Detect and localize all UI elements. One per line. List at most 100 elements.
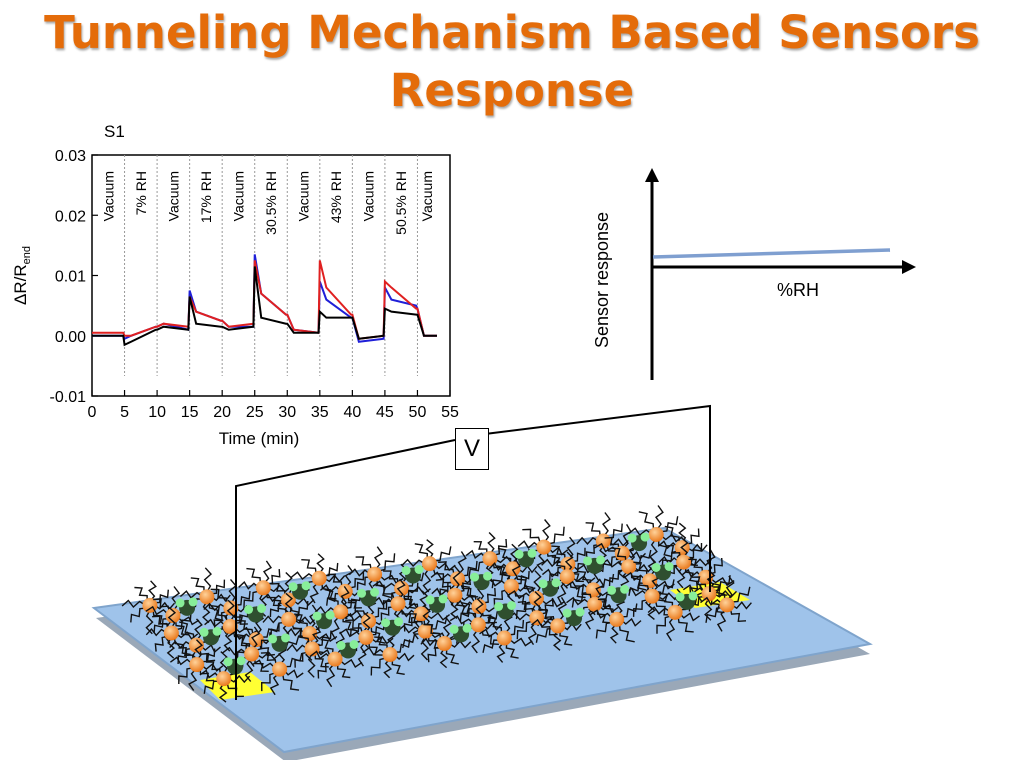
ligand-chain [541, 558, 564, 568]
ligand-chain [134, 586, 148, 602]
ligand-chain [323, 562, 339, 577]
ligand-chain [315, 630, 332, 647]
ligand-chain [439, 648, 449, 669]
ligand-chain [508, 619, 525, 636]
ligand-chain [391, 658, 405, 675]
ligand-chain [281, 673, 300, 691]
ligand-chain [348, 571, 365, 589]
ligand-chain [320, 638, 334, 655]
ligand-chain [420, 635, 429, 661]
water-molecule [288, 581, 311, 600]
gold-nanoparticle [248, 632, 264, 648]
hydrogen-atom [212, 626, 222, 636]
ligand-chain [130, 607, 146, 623]
hydrogen-atom [596, 555, 606, 565]
gold-nanoparticle [163, 625, 179, 641]
ligand-chain [551, 556, 566, 573]
ligand-chain [244, 658, 254, 682]
nanoparticle [589, 595, 642, 644]
ligand-chain [621, 617, 642, 627]
ligand-chain [194, 639, 204, 660]
ligand-chain [314, 652, 329, 668]
ligand-chain [473, 541, 488, 555]
ligand-chain [691, 576, 707, 590]
phase-label: Vacuum [419, 171, 435, 221]
ligand-chain [633, 561, 648, 577]
ligand-chain [450, 599, 459, 619]
ligand-chain [626, 551, 646, 560]
hydrogen-atom [483, 571, 493, 581]
ligand-chain [271, 582, 286, 597]
ligand-chain [688, 558, 704, 574]
ligand-chain [533, 570, 542, 594]
ligand-chain [632, 598, 649, 617]
ligand-chain [243, 590, 260, 609]
ligand-chain [319, 584, 341, 594]
ligand-chain [542, 519, 551, 543]
ligand-chain [356, 576, 371, 591]
hydrogen-atom [607, 585, 617, 595]
ligand-chain [597, 598, 615, 616]
hydrogen-atom [357, 588, 367, 598]
schematic-y-label: Sensor response [592, 212, 612, 348]
hydrogen-atom [199, 627, 209, 637]
ligand-chain [340, 586, 350, 608]
ligand-chain [445, 647, 459, 665]
ligand-chain [505, 642, 519, 659]
ligand-chain [372, 600, 388, 619]
ligand-chain [370, 621, 385, 636]
ligand-chain [687, 542, 703, 560]
ligand-chain [262, 560, 273, 584]
ligand-chain [345, 619, 364, 634]
ligand-chain [205, 661, 222, 675]
ligand-chain [676, 566, 686, 589]
ligand-chain [394, 639, 411, 653]
ligand-chain [292, 627, 310, 646]
phase-label: Vacuum [230, 171, 246, 221]
ligand-chain [465, 549, 486, 559]
gold-nanoparticle [529, 610, 545, 626]
hydrogen-atom [381, 618, 391, 628]
ligand-chain [269, 673, 280, 696]
title-line-1: Tunneling Mechanism Based Sensors [44, 6, 980, 59]
hydrogen-atom [664, 561, 674, 571]
hydrogen-atom [349, 639, 359, 649]
ligand-chain [396, 578, 406, 600]
ligand-chain [219, 651, 228, 675]
gold-nanoparticle [528, 590, 544, 606]
ligand-chain [705, 606, 723, 623]
ligand-chain [372, 596, 394, 606]
ligand-chain [680, 537, 689, 558]
ligand-chain [362, 646, 386, 656]
gold-nanoparticle [281, 611, 297, 627]
ligand-chain [427, 646, 441, 663]
ligand-chain [368, 641, 383, 656]
water-molecule [514, 548, 537, 568]
ligand-chain [522, 528, 542, 544]
ligand-chain [145, 628, 167, 637]
ligand-chain [620, 603, 638, 618]
gold-nanoparticle [188, 637, 204, 653]
ligand-chain [496, 642, 506, 663]
ligand-chain [632, 549, 652, 565]
ligand-chain [600, 559, 625, 568]
gold-nanoparticle [333, 604, 349, 620]
ligand-chain [178, 667, 194, 685]
ligand-chain [659, 592, 674, 609]
ligand-chain [479, 628, 501, 638]
ligand-chain [309, 650, 331, 660]
ligand-chain [309, 582, 319, 604]
ligand-chain [169, 656, 193, 666]
ligand-chain [200, 648, 216, 663]
ligand-chain [383, 659, 393, 679]
water-molecule [627, 532, 650, 552]
ligand-chain [713, 590, 737, 599]
gold-nanoparticle [621, 559, 637, 575]
ligand-chain [152, 615, 169, 630]
ligand-chain [267, 584, 292, 593]
water-molecule [562, 607, 585, 627]
ligand-chain [475, 598, 484, 621]
ligand-chain [461, 585, 477, 603]
phase-label: 50.5% RH [393, 171, 409, 235]
ligand-chain [154, 601, 176, 611]
